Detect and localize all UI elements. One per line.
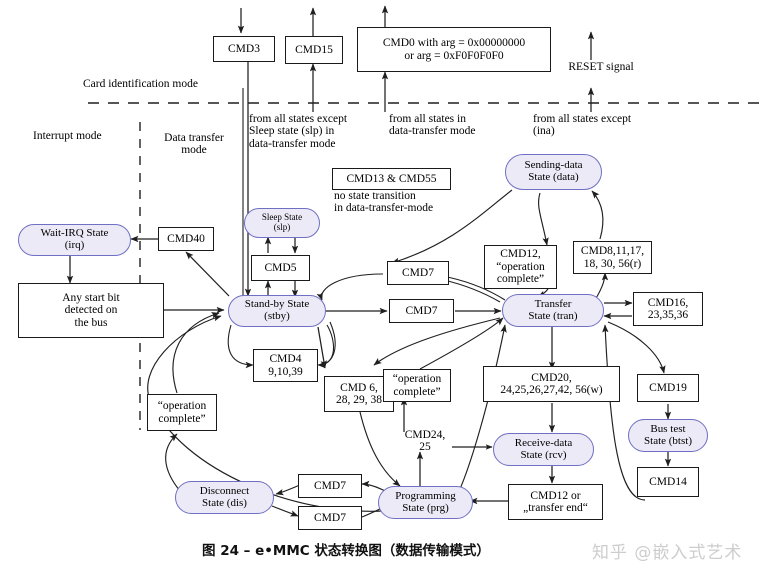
state-sending-data-line2: State (data) [528,171,579,183]
cmd8-group-box[interactable]: CMD8,11,17, 18, 30, 56(r) [573,241,652,274]
watermark-label: 知乎 @嵌入式艺术 [592,543,743,563]
state-transfer[interactable]: Transfer State (tran) [502,294,604,327]
state-receive-data-line2: State (rcv) [520,448,567,461]
card-identification-mode-label: Card identification mode [83,77,198,90]
cmd14-box[interactable]: CMD14 [637,467,699,497]
cmd0-line1: CMD0 with arg = 0x00000000 [382,37,526,50]
operation-complete-right-box[interactable]: “operation complete” [383,369,451,402]
figure-caption: 图 24 – e•MMC 状态转换图（数据传输模式） [202,543,490,559]
state-stand-by-line1: Stand-by State [244,298,310,311]
state-disconnect[interactable]: Disconnect State (dis) [175,481,274,514]
state-sleep-line2: (slp) [273,222,291,232]
cmd6-group-box[interactable]: CMD 6, 28, 29, 38 [324,376,394,412]
cmd3-label: CMD3 [228,42,260,55]
cmd4-box[interactable]: CMD4 9,10,39 [253,349,318,382]
state-disconnect-line2: State (dis) [202,496,247,509]
state-sleep-line1: Sleep State [261,212,303,223]
state-wait-irq-line2: (irq) [64,239,85,251]
from-all-except-sleep-note: from all states except Sleep state (slp)… [249,113,348,150]
state-bus-test[interactable]: Bus test State (btst) [628,419,708,452]
cmd7-prg-to-dis-box[interactable]: CMD7 [298,474,362,498]
cmd3-box[interactable]: CMD3 [213,36,275,62]
cmd7-dis-to-prg-box[interactable]: CMD7 [298,506,362,530]
state-wait-irq[interactable]: Wait-IRQ State (irq) [18,224,131,256]
state-bus-test-line2: State (btst) [644,434,692,447]
state-disconnect-line1: Disconnect [199,484,250,497]
no-state-transition-note: no state transition in data-transfer-mod… [334,190,434,215]
cmd24-25-label: CMD24, 25 [404,428,446,453]
from-all-in-dtm-note: from all states in data-transfer mode [389,113,476,138]
state-wait-irq-line1: Wait-IRQ State [40,227,109,240]
cmd5-box[interactable]: CMD5 [251,255,310,281]
state-programming-line1: Programming [395,489,456,502]
cmd40-box[interactable]: CMD40 [158,227,214,251]
state-sleep[interactable]: Sleep State (slp) [244,208,320,238]
operation-complete-left-box[interactable]: “operation complete” [147,394,217,431]
state-receive-data-line1: Receive-data [514,436,573,449]
cmd15-label: CMD15 [295,43,333,56]
any-start-bit-box[interactable]: Any start bit detected on the bus [18,283,164,338]
cmd12-operation-complete-box[interactable]: CMD12, “operation complete” [484,245,557,289]
interrupt-mode-label: Interrupt mode [33,129,102,142]
cmd0-line2: or arg = 0xF0F0F0F0 [404,49,504,62]
state-stand-by[interactable]: Stand-by State (stby) [228,295,326,327]
state-sending-data[interactable]: Sending-data State (data) [505,154,602,190]
state-programming[interactable]: Programming State (prg) [378,486,473,519]
cmd13-cmd55-box[interactable]: CMD13 & CMD55 [332,168,451,190]
cmd7-stby-to-tran-box[interactable]: CMD7 [389,299,454,323]
cmd19-box[interactable]: CMD19 [637,374,699,402]
cmd0-arg-box[interactable]: CMD0 with arg = 0x00000000 or arg = 0xF0… [357,27,551,72]
cmd16-group-box[interactable]: CMD16, 23,35,36 [633,292,703,326]
state-receive-data[interactable]: Receive-data State (rcv) [493,433,594,466]
state-transfer-line1: Transfer [534,297,572,310]
from-all-except-ina-note: from all states except (ina) [533,113,632,138]
state-programming-line2: State (prg) [402,501,449,514]
state-sending-data-line1: Sending-data [524,159,583,172]
state-bus-test-line1: Bus test [650,422,686,435]
cmd15-box[interactable]: CMD15 [285,36,343,64]
cmd12-transfer-end-box[interactable]: CMD12 or „transfer end“ [508,484,603,520]
cmd7-data-to-stby-box[interactable]: CMD7 [387,261,449,285]
state-transfer-line2: State (tran) [528,309,578,322]
state-stand-by-line2: (stby) [264,310,290,322]
cmd20-group-box[interactable]: CMD20, 24,25,26,27,42, 56(w) [483,366,620,402]
reset-signal-label: RESET signal [568,60,634,73]
data-transfer-mode-label: Data transfer mode [164,131,224,156]
